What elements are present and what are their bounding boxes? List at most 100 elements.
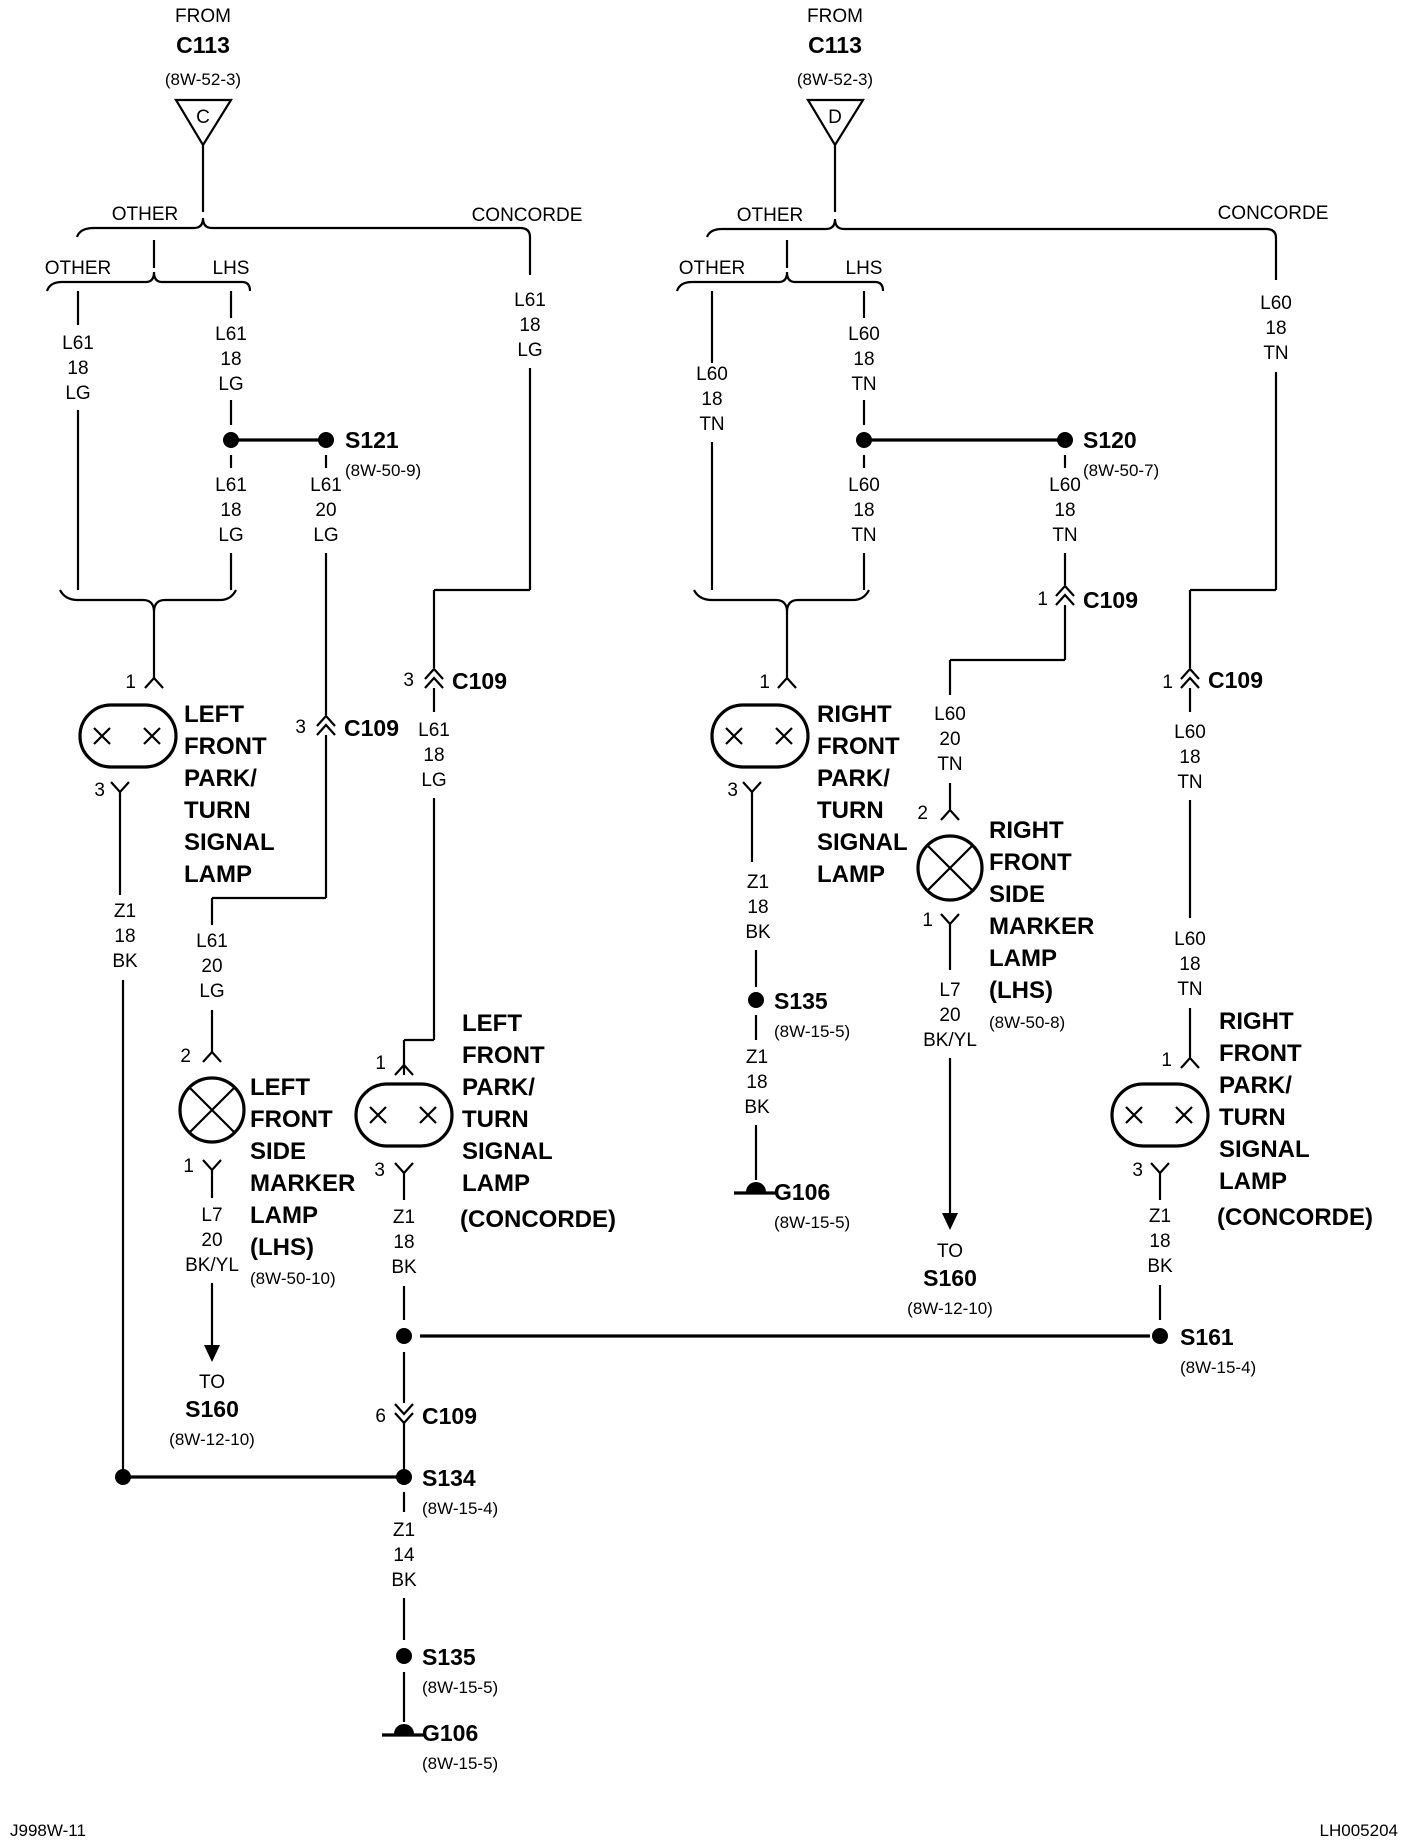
ground-icon [382, 1724, 426, 1737]
ground-g106-top: G106 (8W-15-5) [774, 1179, 850, 1232]
branch-label-lhs: LHS [846, 258, 883, 279]
branch-label-other: OTHER [45, 258, 112, 279]
svg-text:18: 18 [67, 358, 88, 379]
svg-text:L60: L60 [848, 475, 880, 496]
splice-dot [318, 432, 334, 448]
svg-text:L60: L60 [934, 704, 966, 725]
wire-label: L61 20 LG [196, 931, 228, 1002]
svg-text:SIGNAL: SIGNAL [817, 829, 908, 856]
svg-text:3: 3 [94, 780, 105, 801]
svg-text:TO: TO [937, 1241, 963, 1262]
svg-text:(8W-15-5): (8W-15-5) [422, 1754, 498, 1773]
svg-text:LAMP: LAMP [250, 1202, 318, 1229]
svg-text:C113: C113 [808, 32, 862, 58]
svg-text:L60: L60 [1260, 293, 1292, 314]
offpage-s160-right: TO S160 (8W-12-10) [907, 1241, 993, 1318]
wire-label: L60 18 TN [1174, 722, 1206, 793]
svg-text:C109: C109 [344, 715, 399, 741]
svg-text:L7: L7 [201, 1205, 222, 1226]
svg-text:(CONCORDE): (CONCORDE) [1217, 1204, 1373, 1231]
svg-text:18: 18 [423, 745, 444, 766]
svg-text:PARK/: PARK/ [1219, 1072, 1292, 1099]
svg-text:3: 3 [403, 670, 414, 691]
svg-text:L61: L61 [215, 475, 247, 496]
branch-label-lhs: LHS [213, 258, 250, 279]
svg-text:S161: S161 [1180, 1324, 1234, 1350]
svg-text:S135: S135 [422, 1644, 476, 1670]
svg-text:18: 18 [220, 349, 241, 370]
svg-text:FRONT: FRONT [250, 1106, 333, 1133]
arrow-down-icon [942, 1213, 958, 1230]
svg-text:SIGNAL: SIGNAL [184, 829, 275, 856]
svg-text:(8W-15-4): (8W-15-4) [1180, 1358, 1256, 1377]
branch-label-concorde: CONCORDE [472, 205, 583, 226]
arrow-down-icon [204, 1345, 220, 1362]
svg-text:FRONT: FRONT [989, 849, 1072, 876]
svg-text:2: 2 [180, 1046, 191, 1067]
splice-s134: S134 (8W-15-4) [422, 1465, 498, 1518]
svg-text:TO: TO [199, 1372, 225, 1393]
splice-s135-top: S135 (8W-15-5) [774, 988, 850, 1041]
svg-text:MARKER: MARKER [250, 1170, 355, 1197]
svg-text:G106: G106 [422, 1720, 478, 1746]
svg-text:1: 1 [183, 1156, 194, 1177]
svg-text:1: 1 [759, 672, 770, 693]
svg-text:LEFT: LEFT [250, 1074, 310, 1101]
wire-label: L7 20 BK/YL [185, 1205, 239, 1276]
svg-text:MARKER: MARKER [989, 913, 1094, 940]
svg-text:FRONT: FRONT [462, 1042, 545, 1069]
svg-text:SIGNAL: SIGNAL [1219, 1136, 1310, 1163]
wire-label: Z1 14 BK [391, 1520, 417, 1591]
svg-text:S160: S160 [923, 1265, 977, 1291]
svg-text:LG: LG [218, 374, 243, 395]
footer-left-code: J998W-11 [10, 1821, 86, 1840]
svg-text:TURN: TURN [1219, 1104, 1286, 1131]
svg-text:TN: TN [851, 374, 876, 395]
svg-text:RIGHT: RIGHT [1219, 1008, 1294, 1035]
split-bracket [45, 271, 252, 292]
svg-text:18: 18 [1149, 1231, 1170, 1252]
svg-text:L60: L60 [848, 324, 880, 345]
wire-label: L7 20 BK/YL [923, 980, 977, 1051]
svg-text:BK/YL: BK/YL [185, 1255, 239, 1276]
wire-label: L61 18 LG [215, 324, 247, 395]
svg-text:Z1: Z1 [393, 1207, 415, 1228]
svg-text:18: 18 [1179, 747, 1200, 768]
svg-text:LAMP: LAMP [817, 861, 885, 888]
svg-text:L61: L61 [418, 720, 450, 741]
wire-label: L61 18 LG [418, 720, 450, 791]
svg-text:(8W-50-7): (8W-50-7) [1083, 461, 1159, 480]
wire-label: L61 18 LG [215, 475, 247, 546]
svg-text:TN: TN [1263, 343, 1288, 364]
svg-text:BK: BK [744, 1097, 770, 1118]
left-front-park-turn-lamp: 1 3 LEFT FRONT PARK/ TURN SIGNAL LAMP [78, 672, 275, 888]
svg-text:LEFT: LEFT [184, 701, 244, 728]
right-front-park-turn-lamp: 1 3 RIGHT FRONT PARK/ TURN SIGNAL LAMP [710, 672, 908, 888]
svg-text:Z1: Z1 [114, 901, 136, 922]
svg-text:TN: TN [699, 414, 724, 435]
svg-text:(8W-15-5): (8W-15-5) [422, 1678, 498, 1697]
connector-c109: 6 C109 [375, 1403, 477, 1429]
svg-text:FRONT: FRONT [817, 733, 900, 760]
right-front-side-marker-lamp: 2 1 RIGHT FRONT SIDE MARKER LAMP (LHS) (… [916, 803, 1094, 1032]
svg-text:18: 18 [1054, 500, 1075, 521]
svg-text:18: 18 [746, 1072, 767, 1093]
svg-text:PARK/: PARK/ [817, 765, 890, 792]
svg-text:L7: L7 [939, 980, 960, 1001]
svg-text:(8W-50-8): (8W-50-8) [989, 1013, 1065, 1032]
svg-text:1: 1 [1037, 589, 1048, 610]
ground-icon [734, 1182, 778, 1195]
connector-c109: 3 C109 [295, 714, 399, 741]
svg-text:18: 18 [519, 315, 540, 336]
svg-text:C109: C109 [452, 668, 507, 694]
svg-text:(CONCORDE): (CONCORDE) [460, 1206, 616, 1233]
svg-text:1: 1 [375, 1053, 386, 1074]
wire-label: L60 18 TN [696, 364, 728, 435]
svg-text:TN: TN [851, 525, 876, 546]
branch-label-concorde: CONCORDE [1218, 203, 1329, 224]
svg-text:14: 14 [393, 1545, 415, 1566]
svg-text:G106: G106 [774, 1179, 830, 1205]
svg-text:L61: L61 [196, 931, 228, 952]
splice-s121: S121 [345, 427, 399, 453]
